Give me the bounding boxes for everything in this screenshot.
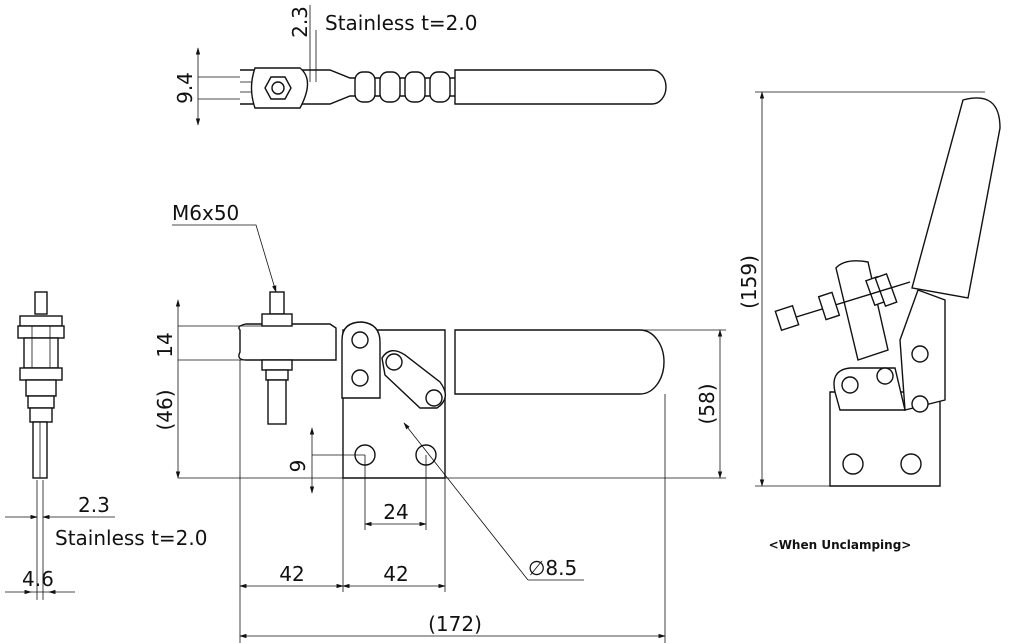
unclamp-arm: [835, 260, 889, 361]
top-link-lobe: [354, 71, 376, 103]
side-thickness-dim: 2.3: [78, 493, 110, 517]
unclamp-handle: [911, 97, 1001, 299]
unclamp-view: (159) <When Unclamping>: [737, 91, 1001, 552]
side-washer: [25, 379, 57, 397]
front-bolt-end: [267, 379, 287, 425]
front-washer: [265, 369, 289, 381]
unclamp-pin: [911, 345, 929, 363]
pivot-pin: [351, 369, 369, 387]
unclamping-caption: <When Unclamping>: [769, 538, 912, 552]
side-arm: [17, 325, 65, 339]
front-handle: [454, 329, 665, 395]
top-link-lobe: [404, 71, 426, 103]
dim-9: 9: [286, 460, 310, 473]
top-bolt-hole: [271, 81, 285, 95]
dim-14: 14: [153, 332, 177, 357]
unclamp-bolt-nut: [817, 291, 841, 321]
unclamp-pin: [841, 376, 859, 394]
top-hex-nut: [264, 76, 292, 100]
front-arm: [238, 323, 337, 361]
side-nut-low: [27, 395, 55, 409]
side-nut-top: [19, 315, 63, 327]
unclamp-mount-hole: [900, 453, 922, 475]
dim-159: (159): [737, 255, 761, 309]
dim-172: (172): [428, 612, 482, 636]
bolt-spec-label: M6x50: [172, 201, 239, 225]
dim-46: (46): [153, 389, 177, 430]
top-thickness-dim: 2.3: [288, 6, 312, 38]
dim-58: (58): [695, 383, 719, 424]
pivot-pin: [351, 331, 369, 349]
top-material-label: Stainless t=2.0: [325, 11, 478, 35]
dim-42-right: 42: [383, 562, 408, 586]
front-nut-top: [261, 313, 293, 327]
top-view: 9.4 2.3 Stainless t=2.0: [173, 5, 667, 126]
unclamp-pin: [876, 367, 894, 385]
top-width-dim: 9.4: [173, 72, 197, 104]
unclamp-pin: [911, 395, 929, 413]
link-pin: [425, 389, 443, 407]
side-shank: [29, 407, 53, 423]
dim-24: 24: [383, 500, 408, 524]
top-link-lobe: [379, 71, 401, 103]
dim-42-left: 42: [279, 562, 304, 586]
top-link-lobe: [429, 71, 451, 103]
front-nut-bottom: [261, 359, 293, 371]
side-width-dim: 4.6: [22, 567, 54, 591]
unclamp-spindle: [779, 281, 911, 323]
top-handle: [454, 69, 667, 105]
side-view: 2.3 Stainless t=2.0 4.6: [5, 291, 208, 600]
side-bolt-top: [34, 291, 48, 315]
unclamp-mount-hole: [842, 453, 864, 475]
front-view: M6x50 14 (46) 9 24 ∅8.5 42 42 (172): [153, 201, 726, 643]
side-block: [23, 337, 59, 369]
front-bolt-top: [269, 291, 285, 315]
hole-diameter-label: ∅8.5: [528, 556, 577, 580]
unclamp-bolt-head: [774, 304, 800, 332]
side-material-label: Stainless t=2.0: [55, 526, 208, 550]
link-pin: [385, 353, 403, 371]
side-nut-mid: [19, 367, 63, 381]
